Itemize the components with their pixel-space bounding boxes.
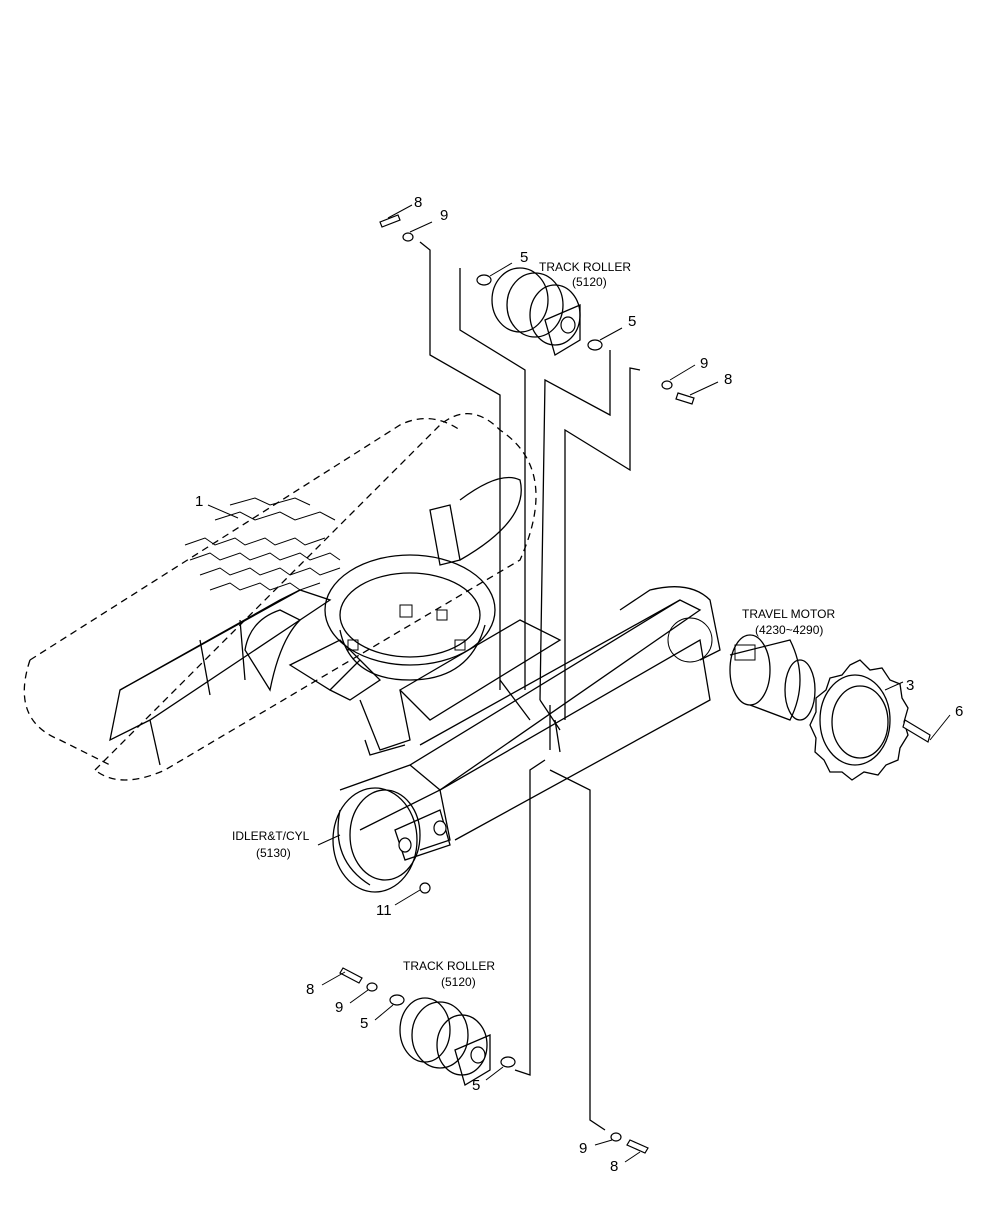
label-track-roller-top: TRACK ROLLER [539, 260, 631, 274]
swing-bearing [324, 554, 496, 681]
callout-3-sprocket: 3 [906, 677, 914, 694]
label-travel-motor: TRAVEL MOTOR [742, 607, 835, 621]
top-spacer-left-shape [476, 274, 492, 286]
callout-leaders [207, 204, 951, 1163]
callout-5-top-right: 5 [628, 313, 636, 330]
track-chain [23, 412, 537, 781]
callout-numbers: 8 9 5 5 9 8 1 3 6 11 8 9 5 5 9 8 [195, 194, 963, 1175]
idler-wheel [332, 787, 451, 893]
track-frame-right [339, 586, 721, 851]
track-frame-left [109, 476, 522, 766]
bottom-fasteners [339, 882, 649, 1154]
label-idler: IDLER&T/CYL [232, 829, 310, 843]
track-outline-back [23, 417, 461, 766]
label-idler-code: (5130) [256, 846, 291, 860]
bottom-bolt-b-shape [626, 1139, 649, 1154]
callout-9-top: 9 [440, 207, 448, 224]
callout-5-bottom-left: 5 [360, 1015, 368, 1032]
callout-11-plug: 11 [376, 902, 392, 919]
bottom-washer-a-shape [366, 982, 378, 992]
callout-6-bolt: 6 [955, 703, 963, 720]
top-spacer-right-shape [587, 339, 603, 351]
sprocket-bolt-shape [902, 719, 931, 743]
label-track-roller-bottom: TRACK ROLLER [403, 959, 495, 973]
callout-8-right: 8 [724, 371, 732, 388]
right-bolt-shape [675, 392, 695, 405]
bottom-bolt-a-shape [339, 967, 363, 984]
bottom-washer-b-shape [610, 1132, 622, 1142]
top-fasteners [379, 214, 695, 405]
track-roller-top [476, 267, 603, 356]
center-frame [288, 619, 562, 756]
callout-5-top-left: 5 [520, 249, 528, 266]
labels: TRACK ROLLER (5120) TRAVEL MOTOR (4230~4… [232, 260, 835, 989]
callout-8-bottom-left: 8 [306, 981, 314, 998]
callout-9-right: 9 [700, 355, 708, 372]
right-washer-shape [661, 380, 673, 390]
callout-8-bottom-right: 8 [610, 1158, 618, 1175]
top-washer-shape [402, 232, 414, 242]
callout-9-bottom-right: 9 [579, 1140, 587, 1157]
bottom-leader-lines [514, 759, 606, 1131]
label-track-roller-top-code: (5120) [572, 275, 607, 289]
top-leader-lines [419, 241, 641, 720]
bottom-spacer-right-shape [500, 1056, 516, 1068]
callout-5-bottom-right: 5 [472, 1077, 480, 1094]
bottom-spacer-left-shape [389, 994, 405, 1006]
travel-motor [729, 634, 816, 721]
callout-9-bottom-left: 9 [335, 999, 343, 1016]
top-bolt-shape [379, 214, 401, 228]
label-travel-motor-code: (4230~4290) [755, 623, 823, 637]
callout-8-top: 8 [414, 194, 422, 211]
track-outline-outer [94, 412, 537, 781]
callout-1-track: 1 [195, 493, 203, 510]
sprocket [809, 659, 931, 781]
label-track-roller-bottom-code: (5120) [441, 975, 476, 989]
track-roller-bottom [389, 994, 516, 1086]
track-shoes [184, 497, 341, 591]
plug-shape [419, 882, 431, 894]
